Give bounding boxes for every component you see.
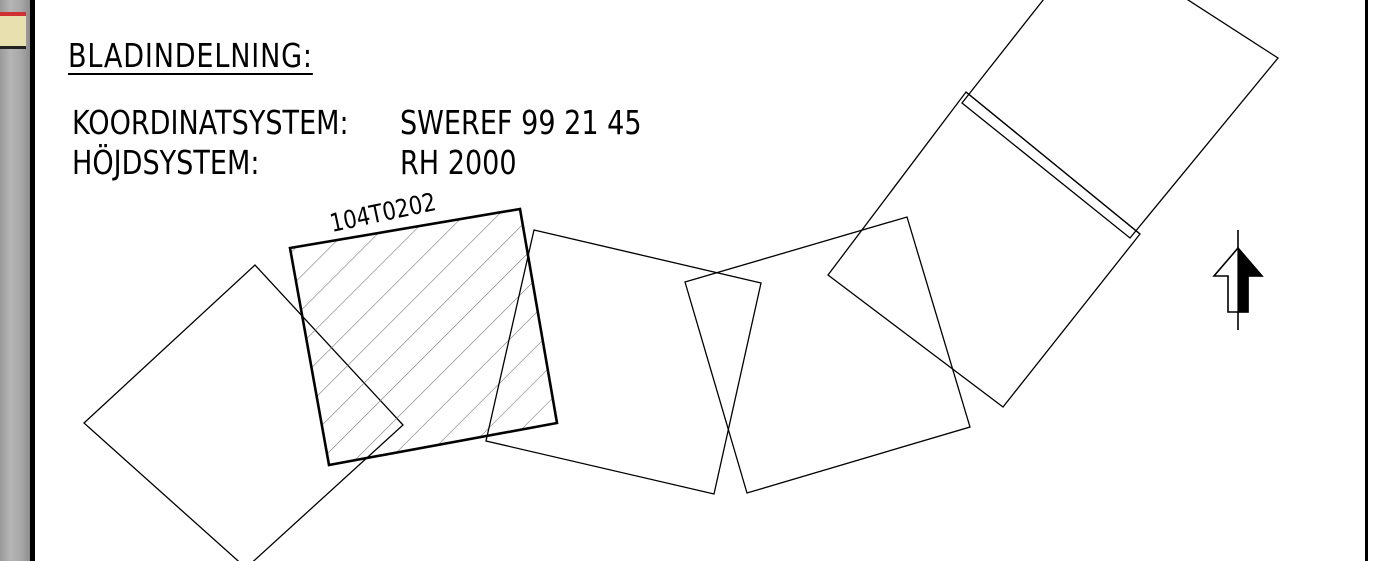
north-arrow-icon: [1214, 230, 1262, 330]
sheet-overlap-line: [966, 92, 1140, 234]
sheet-outline-selected[interactable]: [290, 209, 557, 465]
sheet-outline[interactable]: [828, 92, 1140, 407]
sheet-outline[interactable]: [962, 0, 1278, 238]
sheet-outline[interactable]: [685, 217, 970, 493]
